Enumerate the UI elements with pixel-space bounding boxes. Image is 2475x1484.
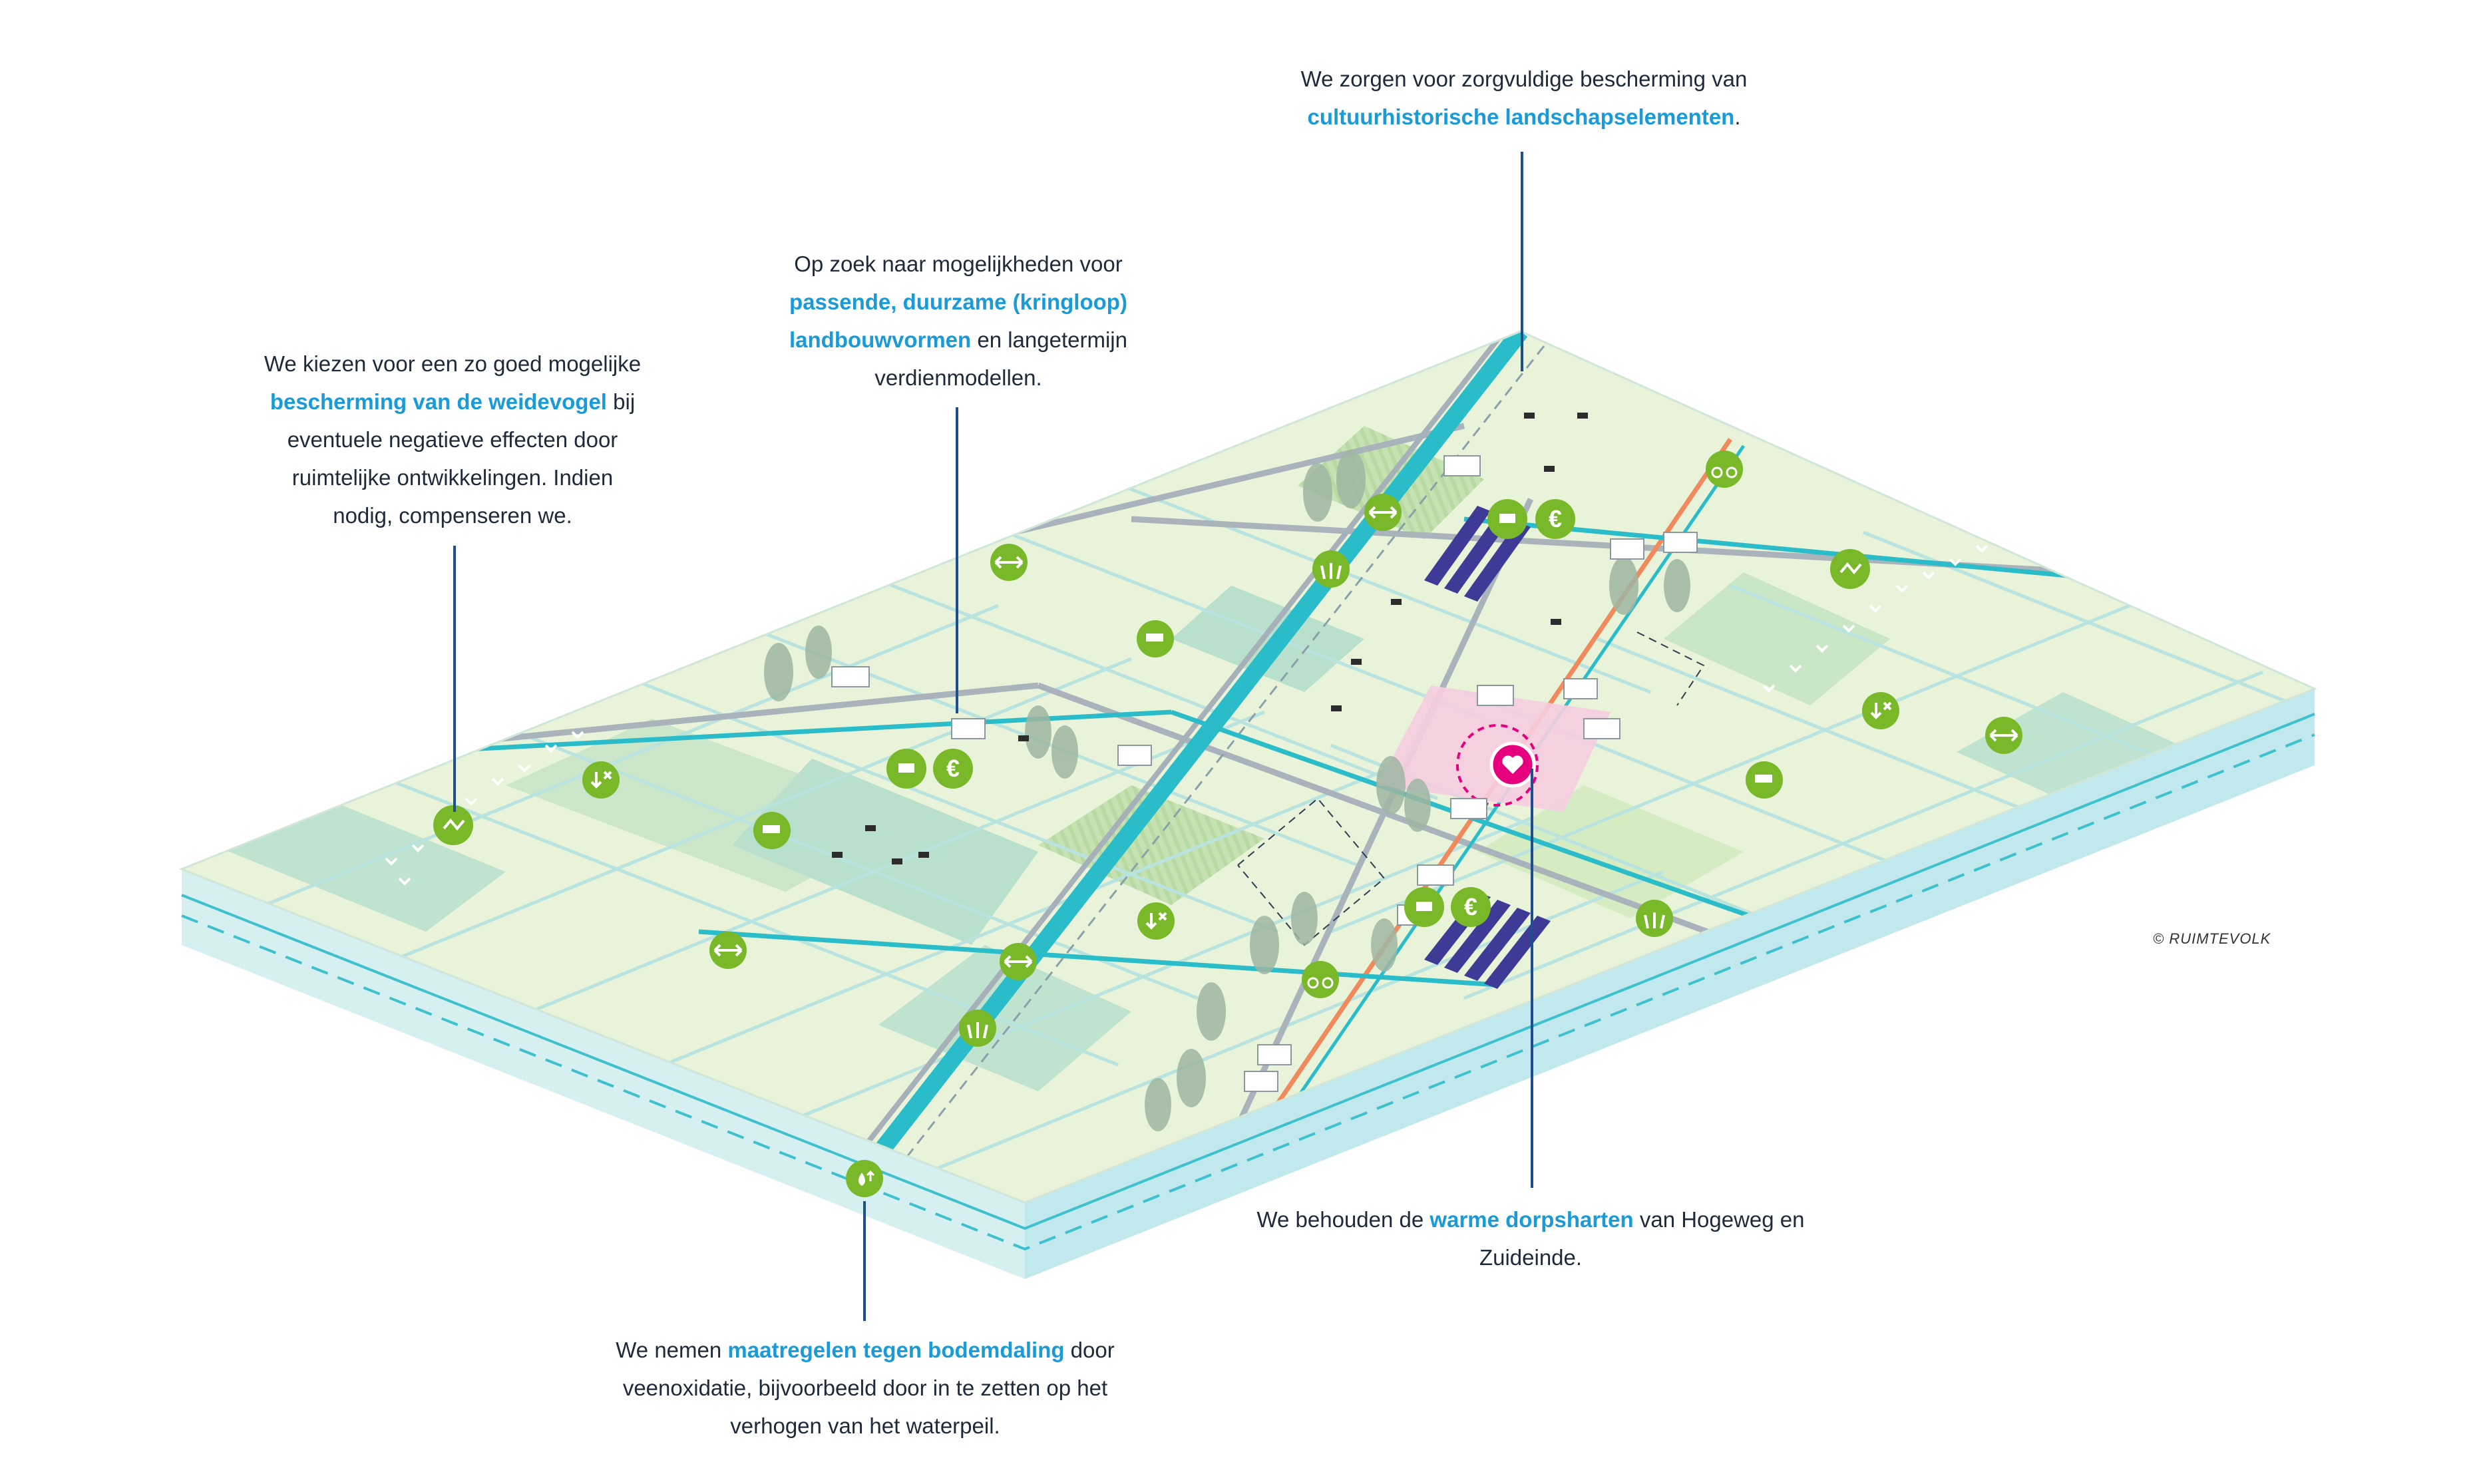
arrow-down-x-icon (1137, 902, 1175, 940)
copyright-credit: © RUIMTEVOLK (2153, 930, 2271, 947)
grass-icon (1636, 900, 1673, 937)
annotation-text: Zuideinde. (1479, 1245, 1583, 1270)
cow-icon (832, 413, 1588, 864)
svg-text:€: € (1464, 893, 1477, 920)
grass-icon (959, 1010, 996, 1047)
svg-text:€: € (946, 755, 960, 782)
annotation-text: . (1734, 104, 1741, 129)
leader-line-farming (956, 407, 958, 713)
tractor-icon (1137, 620, 1174, 657)
annotation-highlight: passende, duurzame (kringloop) (789, 289, 1127, 314)
euro-icon: € (933, 749, 973, 789)
annotation-text: veenoxidatie, bijvoorbeeld door in te ze… (622, 1376, 1108, 1400)
annotation-highlight: maatregelen tegen bodemdaling (727, 1338, 1065, 1362)
arrows-icon (1364, 494, 1402, 531)
bike-icon (1302, 961, 1339, 998)
bird-icon (1830, 549, 1870, 589)
arrow-down-x-icon (1862, 692, 1899, 729)
bike-icon (1706, 451, 1743, 488)
cow-icon (886, 749, 926, 789)
tractor-icon (1746, 761, 1783, 799)
annotation-text: eventuele negatieve effecten door (287, 427, 618, 452)
annotation-village: We behouden de warme dorpsharten van Hog… (1198, 1201, 1863, 1276)
heart-icon (1489, 741, 1536, 788)
arrows-icon (1985, 717, 2022, 754)
leader-line-village (1531, 769, 1533, 1188)
euro-icon: € (1535, 499, 1575, 539)
leader-line-water (863, 1201, 866, 1321)
annotation-text: verhogen van het waterpeil. (730, 1413, 1000, 1438)
annotation-text: We zorgen voor zorgvuldige bescherming v… (1300, 67, 1748, 91)
annotation-birds: We kiezen voor een zo goed mogelijke bes… (226, 345, 679, 534)
euro-icon: € (1451, 887, 1491, 927)
tractor-icon (753, 812, 791, 849)
annotation-text: bij (606, 389, 636, 414)
houses (831, 455, 1698, 1092)
cow-icon (1487, 499, 1527, 539)
cow-icon (1404, 887, 1444, 927)
annotation-text: nodig, compenseren we. (333, 503, 572, 528)
leader-line-top (1521, 152, 1523, 371)
arrows-icon (1000, 943, 1037, 980)
bird-icon (433, 805, 473, 845)
grass-icon (1312, 550, 1350, 588)
annotation-text: verdienmodellen. (874, 365, 1042, 390)
svg-text:€: € (1549, 505, 1562, 532)
arrow-down-x-icon (582, 761, 620, 799)
annotation-text: We nemen (616, 1338, 728, 1362)
annotation-water: We nemen maatregelen tegen bodemdaling d… (572, 1331, 1158, 1445)
trees (764, 450, 1690, 1131)
annotation-text: Op zoek naar mogelijkheden voor (794, 252, 1123, 276)
annotation-farming: Op zoek naar mogelijkheden voor passende… (719, 245, 1198, 397)
annotation-text: en langetermijn (971, 327, 1127, 352)
annotation-heritage: We zorgen voor zorgvuldige bescherming v… (1185, 60, 1863, 136)
water-drop-icon (846, 1160, 883, 1197)
annotation-text: door (1064, 1338, 1115, 1362)
arrows-icon (709, 932, 747, 969)
annotation-text: We behouden de (1256, 1207, 1430, 1232)
annotation-text: van Hogeweg en (1633, 1207, 1805, 1232)
annotation-text: ruimtelijke ontwikkelingen. Indien (291, 465, 614, 490)
annotation-highlight: warme dorpsharten (1429, 1207, 1634, 1232)
annotation-highlight: cultuurhistorische landschapselementen (1307, 104, 1735, 129)
icon-markers: € € € (433, 451, 2022, 1197)
leader-line-birds (453, 546, 456, 812)
arrows-icon (990, 544, 1028, 581)
annotation-highlight: landbouwvormen (789, 327, 972, 352)
annotation-highlight: bescherming van de weidevogel (270, 389, 607, 414)
annotation-text: We kiezen voor een zo goed mogelijke (264, 351, 642, 376)
